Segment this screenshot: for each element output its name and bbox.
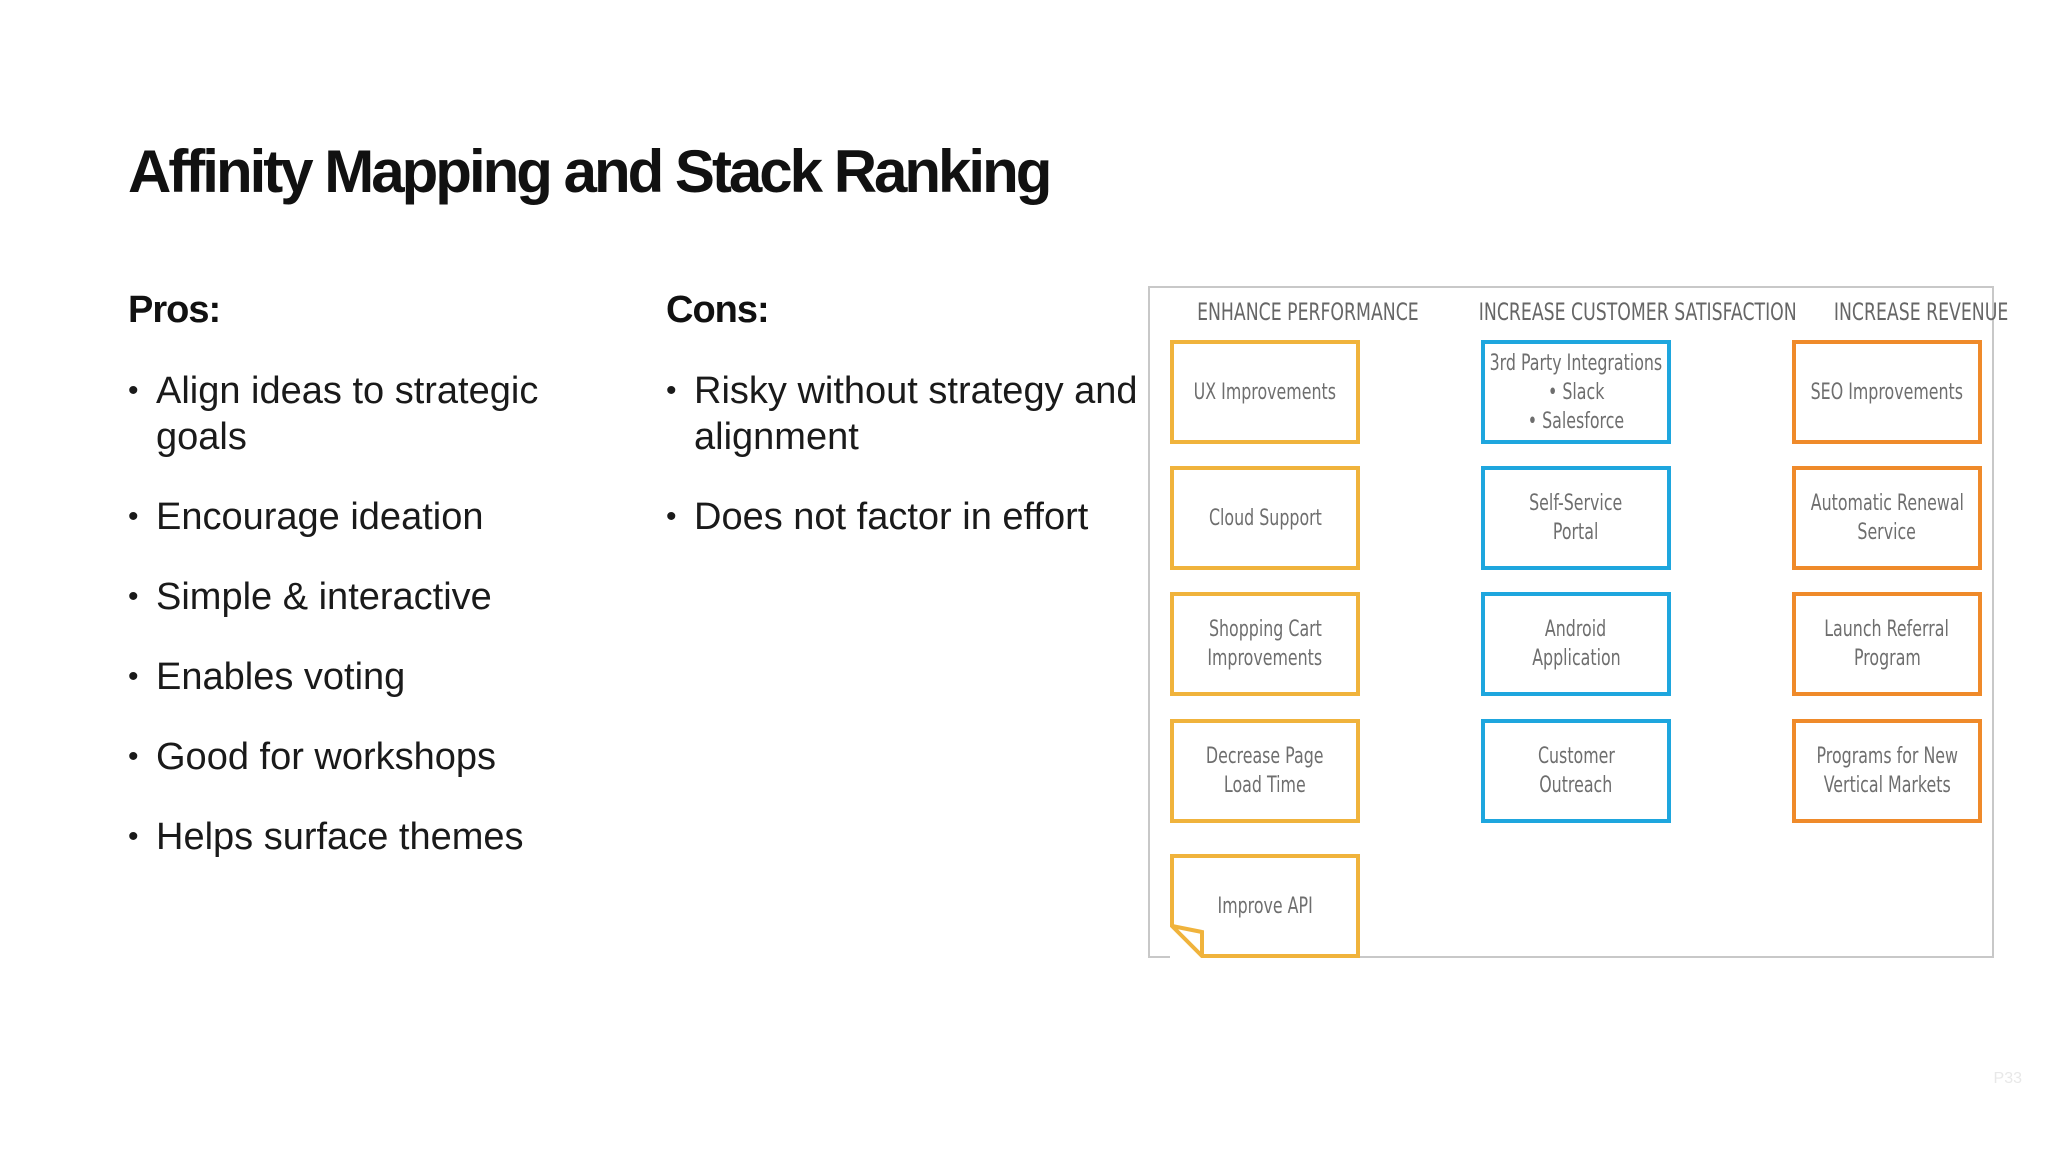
sticky-note-text: Decrease Page bbox=[1206, 744, 1324, 769]
bullet-icon: • bbox=[128, 374, 139, 407]
sticky-note-text: Android bbox=[1545, 617, 1607, 642]
pros-item: •Encourage ideation bbox=[128, 496, 484, 538]
sticky-note[interactable]: UX Improvements bbox=[1170, 340, 1360, 444]
bullet-icon: • bbox=[128, 820, 139, 853]
page-curl-icon bbox=[1170, 924, 1204, 958]
sticky-note-text: Improvements bbox=[1207, 646, 1323, 671]
sticky-note-text: Customer bbox=[1537, 744, 1615, 769]
sticky-note-text: SEO Improvements bbox=[1810, 379, 1964, 405]
sticky-note-text: Self-Service bbox=[1529, 491, 1623, 516]
sticky-note-text: Outreach bbox=[1539, 773, 1613, 798]
bullet-icon: • bbox=[128, 580, 139, 613]
bullet-icon: • bbox=[666, 374, 677, 407]
sticky-note-text: Improve API bbox=[1217, 893, 1313, 919]
bullet-icon: • bbox=[128, 660, 139, 693]
sticky-note-text: UX Improvements bbox=[1193, 379, 1337, 405]
pros-heading: Pros: bbox=[128, 289, 221, 331]
pros-item: •Align ideas to strategic goals bbox=[128, 370, 539, 458]
sticky-note-text: Launch Referral bbox=[1824, 617, 1950, 642]
sticky-note[interactable]: SEO Improvements bbox=[1792, 340, 1982, 444]
pros-item: •Good for workshops bbox=[128, 736, 497, 778]
sticky-note-text: Shopping Cart bbox=[1208, 617, 1322, 642]
sticky-note[interactable]: Improve API bbox=[1170, 854, 1360, 958]
bullet-icon: • bbox=[128, 500, 139, 533]
cons-heading: Cons: bbox=[666, 289, 770, 331]
pros-list: •Align ideas to strategic goals •Encoura… bbox=[128, 368, 598, 894]
group-heading-increase-revenue: INCREASE REVENUE bbox=[1833, 298, 2009, 326]
sticky-note-text: Service bbox=[1857, 520, 1917, 545]
sticky-note-text: Cloud Support bbox=[1208, 505, 1322, 531]
sticky-note-text: Portal bbox=[1553, 520, 1599, 545]
bullet-icon: • bbox=[128, 740, 139, 773]
slide-title: Affinity Mapping and Stack Ranking bbox=[128, 138, 1052, 205]
pros-item: •Enables voting bbox=[128, 656, 406, 698]
cons-list: •Risky without strategy and alignment •D… bbox=[666, 368, 1166, 574]
sticky-note-text: Program bbox=[1853, 646, 1921, 671]
sticky-note-text: 3rd Party Integrations bbox=[1489, 350, 1663, 376]
sticky-note[interactable]: 3rd Party Integrations • Slack • Salesforc… bbox=[1481, 340, 1671, 444]
pros-item: •Simple & interactive bbox=[128, 576, 492, 618]
sticky-note-text: Automatic Renewal bbox=[1810, 491, 1964, 516]
cons-item: •Risky without strategy and alignment bbox=[666, 370, 1138, 458]
sticky-note[interactable]: Cloud Support bbox=[1170, 466, 1360, 570]
group-heading-enhance-performance: ENHANCE PERFORMANCE bbox=[1197, 298, 1419, 326]
group-heading-increase-customer-satisfaction: INCREASE CUSTOMER SATISFACTION bbox=[1478, 298, 1797, 326]
sticky-note-text: Application bbox=[1531, 646, 1621, 671]
bullet-icon: • bbox=[666, 500, 677, 533]
page-number: P33 bbox=[1993, 1070, 2022, 1087]
sticky-note-text: Programs for New bbox=[1816, 744, 1958, 769]
cons-item: •Does not factor in effort bbox=[666, 496, 1089, 538]
pros-item: •Helps surface themes bbox=[128, 816, 524, 858]
sticky-note-text: • Salesforce bbox=[1527, 408, 1625, 434]
sticky-note-text: • Slack bbox=[1547, 379, 1605, 405]
sticky-note-text: Load Time bbox=[1224, 773, 1306, 798]
sticky-note-text: Vertical Markets bbox=[1823, 773, 1951, 798]
